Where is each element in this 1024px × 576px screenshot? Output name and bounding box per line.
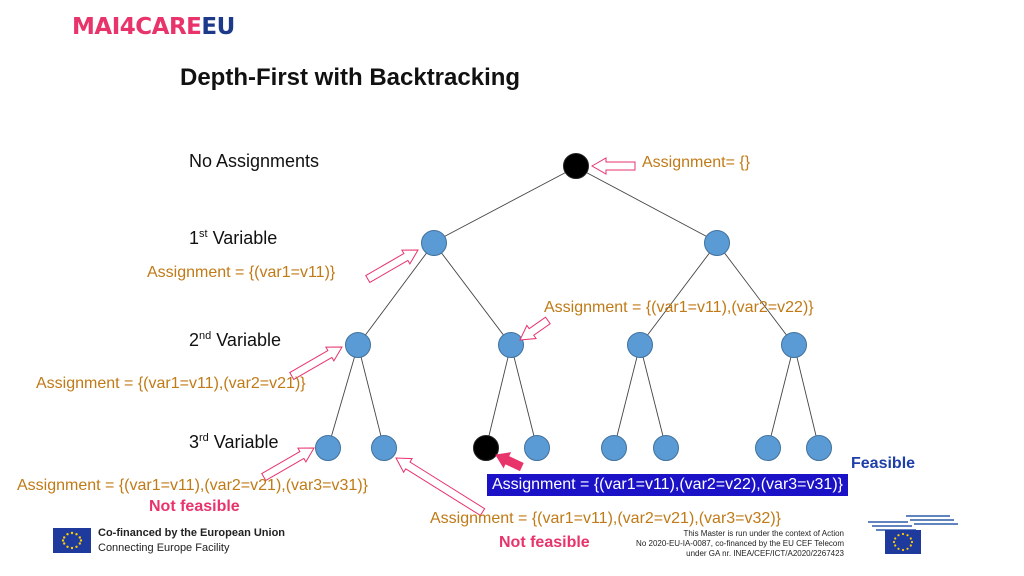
tree-node [755,435,781,461]
tree-edges [327,166,820,449]
tree-node [806,435,832,461]
disclaimer-line: No 2020-EU-IA-0087, co-financed by the E… [636,539,844,548]
eu-cofinanced-text: Co-financed by the European Union [98,527,286,539]
arrow-up-right-icon [365,249,419,284]
tree-node [653,435,679,461]
tree-node [371,435,397,461]
edge [793,344,820,449]
tree-node [601,435,627,461]
disclaimer-line: This Master is run under the context of … [683,529,844,538]
current-node [473,435,499,461]
logo: MAI4CAREEU [72,14,235,40]
assignment-level1-label: Assignment = {(var1=v11)} [147,264,336,281]
tree-node [627,332,653,358]
assignment-level3-left-label: Assignment = {(var1=v11),(var2=v21),(var… [17,477,368,494]
assignment-level2-right-label: Assignment = {(var1=v11),(var2=v22)} [544,299,814,316]
edge [613,344,641,449]
arrow-up-right-icon [261,447,315,482]
tree-node [315,435,341,461]
edge [767,344,795,449]
pointer-arrows [261,157,636,517]
tree-node [498,332,524,358]
not-feasible-label: Not feasible [499,534,590,551]
action-disclaimer: This Master is run under the context of … [612,529,844,559]
tree-node [524,435,550,461]
page-title: Depth-First with Backtracking [180,64,521,91]
edge [357,242,435,346]
edge [327,344,359,449]
level-label-1: 1st Variable [189,228,278,248]
not-feasible-label: Not feasible [149,498,240,515]
edge [639,344,667,449]
edge [510,344,538,449]
edge [433,242,512,346]
feasible-label: Feasible [851,455,916,472]
tree-node [421,230,447,256]
disclaimer-line: under GA nr. INEA/CEF/ICT/A2020/2267423 [686,549,844,558]
cef-text: Connecting Europe Facility [98,542,230,554]
arrow-up-left-icon [395,457,486,517]
level-label-3: 3rd Variable [189,432,279,452]
level-label-2: 2nd Variable [189,330,281,350]
level-label-root: No Assignments [189,151,320,171]
arrow-left-icon [590,157,636,175]
tree-node [704,230,730,256]
edge [485,344,512,449]
edge [575,166,718,243]
arrow-down-left-icon [519,316,551,341]
arrow-up-right-icon [289,346,343,381]
root-node [563,153,589,179]
tree-node [781,332,807,358]
assignment-level2-left-label: Assignment = {(var1=v11),(var2=v21)} [36,375,306,392]
tree-node [345,332,371,358]
assignment-level3-mid-label: Assignment = {(var1=v11),(var2=v21),(var… [430,510,781,527]
edge [357,344,385,449]
current-arrow-icon [495,452,524,472]
edge [639,242,718,346]
edge [433,166,577,243]
edge [716,242,795,346]
assignment-root-label: Assignment= {} [642,154,751,171]
feasible-assignment-highlight: Assignment = {(var1=v11),(var2=v22),(var… [487,474,848,496]
